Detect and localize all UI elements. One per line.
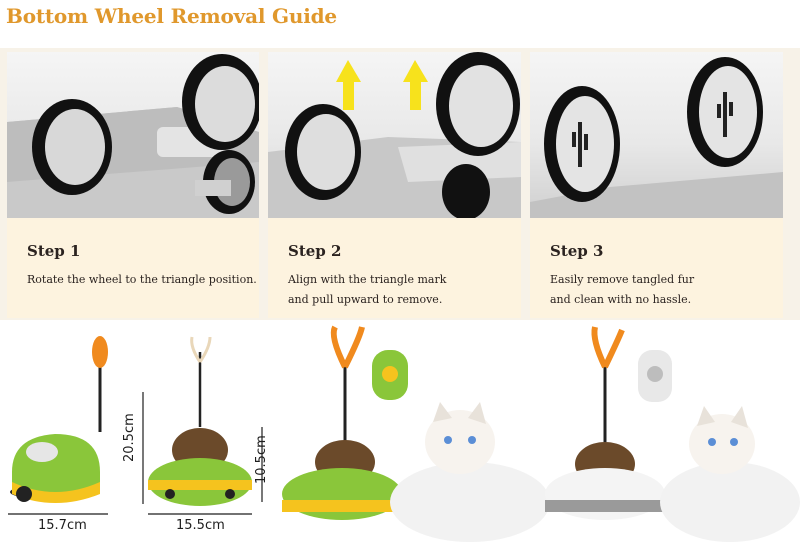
cat-icon — [390, 402, 550, 542]
dimension-width-front: 15.5cm — [176, 518, 225, 533]
dimension-width-side: 15.7cm — [38, 518, 87, 533]
wheel-icon — [687, 57, 763, 167]
green-toy-front-view — [148, 336, 252, 506]
wheel-icon — [285, 104, 361, 200]
step-2-title: Step 2 — [288, 242, 342, 260]
arrow-up-icon — [403, 60, 428, 110]
step-2-description: Align with the triangle mark and pull up… — [288, 273, 447, 306]
white-toy-with-cat — [545, 326, 800, 542]
page-title: Bottom Wheel Removal Guide — [6, 4, 337, 28]
green-toy-side-view — [10, 336, 108, 503]
remote-icon — [638, 350, 672, 402]
green-toy-with-cat — [282, 325, 550, 542]
step-3-description: Easily remove tangled fur and clean with… — [550, 273, 695, 306]
step-3-title: Step 3 — [550, 242, 604, 260]
feather-icon — [190, 336, 212, 363]
wheel-icon — [544, 86, 620, 202]
dimension-body-height: 10.5cm — [254, 435, 269, 484]
step-1-title: Step 1 — [27, 242, 81, 260]
arrow-up-icon — [336, 60, 361, 110]
wheel-icon — [182, 54, 259, 150]
wheel-icon — [436, 52, 520, 156]
feather-icon — [591, 326, 625, 369]
step-1-photo — [7, 52, 259, 218]
wheel-icon — [32, 99, 112, 195]
remote-icon — [372, 350, 408, 400]
step-3-photo — [530, 52, 783, 218]
dimension-lines — [8, 392, 263, 515]
step-2-photo — [268, 52, 521, 218]
step-card-1: Step 1 Rotate the wheel to the triangle … — [7, 52, 259, 318]
wheel-icon — [442, 164, 490, 218]
dimension-total-height: 20.5cm — [122, 413, 137, 462]
step-card-3: Step 3 Easily remove tangled fur and cle… — [530, 52, 783, 318]
product-showcase: 15.7cm 20.5cm 15.5cm 10.5cm — [0, 322, 800, 554]
cat-icon — [660, 406, 800, 542]
feather-icon — [330, 325, 365, 369]
step-1-description: Rotate the wheel to the triangle positio… — [27, 273, 257, 286]
step-card-2: Step 2 Align with the triangle mark and … — [268, 52, 521, 318]
feather-icon — [92, 336, 108, 368]
